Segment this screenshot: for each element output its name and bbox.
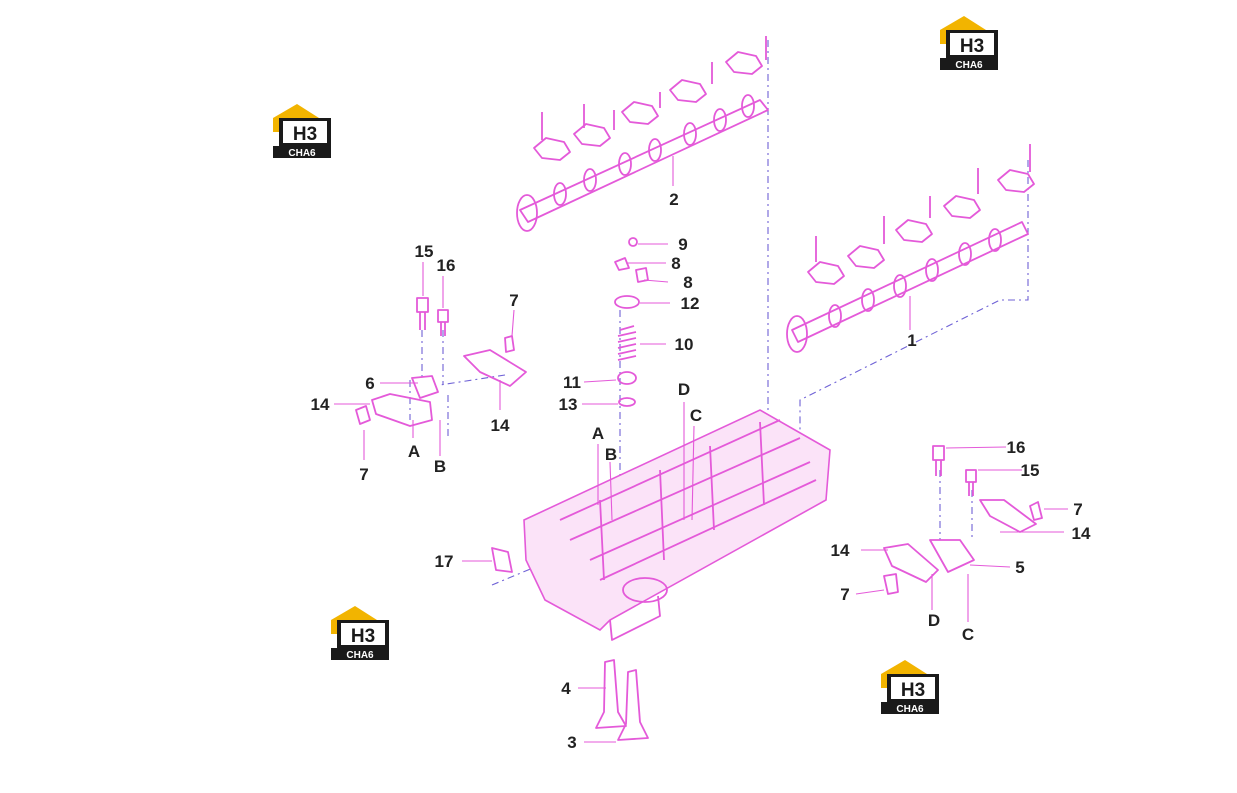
callout-16: 16 xyxy=(437,256,456,275)
svg-text:CHA6: CHA6 xyxy=(288,148,316,159)
svg-text:CHA6: CHA6 xyxy=(896,704,924,715)
callout-16: 16 xyxy=(1007,438,1026,457)
callout-10: 10 xyxy=(675,335,694,354)
valve-spring-stack xyxy=(614,237,649,407)
brand-logo: H3 CHA6 xyxy=(940,16,998,71)
label-b: B xyxy=(434,457,446,476)
callout-7: 7 xyxy=(840,585,849,604)
callout-15: 15 xyxy=(1021,461,1040,480)
camshaft-lower xyxy=(786,221,1029,353)
label-a: A xyxy=(408,442,420,461)
label-d: D xyxy=(928,611,940,630)
callout-17: 17 xyxy=(435,552,454,571)
camshaft-bearing-caps-upper xyxy=(533,36,767,161)
rocker-group-left xyxy=(355,297,527,427)
label-b: B xyxy=(605,445,617,464)
camshaft-upper xyxy=(516,94,769,232)
callout-7: 7 xyxy=(359,465,368,484)
callout-7: 7 xyxy=(1073,500,1082,519)
svg-text:H3: H3 xyxy=(901,680,925,701)
cylinder-head xyxy=(523,409,831,641)
camshaft-bearing-caps-lower xyxy=(807,144,1035,285)
svg-text:CHA6: CHA6 xyxy=(955,60,983,71)
callout-4: 4 xyxy=(561,679,571,698)
callout-14: 14 xyxy=(311,395,330,414)
label-a: A xyxy=(592,424,604,443)
svg-text:H3: H3 xyxy=(960,36,984,57)
brand-logo: H3 CHA6 xyxy=(273,104,331,159)
callout-12: 12 xyxy=(681,294,700,313)
valves xyxy=(595,659,649,741)
callout-6: 6 xyxy=(365,374,374,393)
callout-2: 2 xyxy=(669,190,678,209)
callout-7: 7 xyxy=(509,291,518,310)
leader-lines xyxy=(334,156,1068,743)
callout-8: 8 xyxy=(683,273,692,292)
svg-text:H3: H3 xyxy=(351,626,375,647)
label-c: C xyxy=(962,625,974,644)
callout-1: 1 xyxy=(907,331,916,350)
callout-13: 13 xyxy=(559,395,578,414)
callout-3: 3 xyxy=(567,733,576,752)
callout-15: 15 xyxy=(415,242,434,261)
callout-11: 11 xyxy=(563,373,581,392)
brand-logo: H3 CHA6 xyxy=(331,606,389,661)
callout-8: 8 xyxy=(671,254,680,273)
part-17 xyxy=(491,547,513,573)
callout-labels: 1 2 3 4 5 6 7 7 7 7 8 8 9 10 11 12 13 14… xyxy=(311,190,1091,752)
label-d: D xyxy=(678,380,690,399)
brand-logo: H3 CHA6 xyxy=(881,660,939,715)
svg-text:H3: H3 xyxy=(293,124,317,145)
label-c: C xyxy=(690,406,702,425)
callout-9: 9 xyxy=(678,235,687,254)
callout-5: 5 xyxy=(1015,558,1024,577)
callout-14: 14 xyxy=(1072,524,1091,543)
callout-14: 14 xyxy=(491,416,510,435)
svg-text:CHA6: CHA6 xyxy=(346,650,374,661)
callout-14: 14 xyxy=(831,541,850,560)
